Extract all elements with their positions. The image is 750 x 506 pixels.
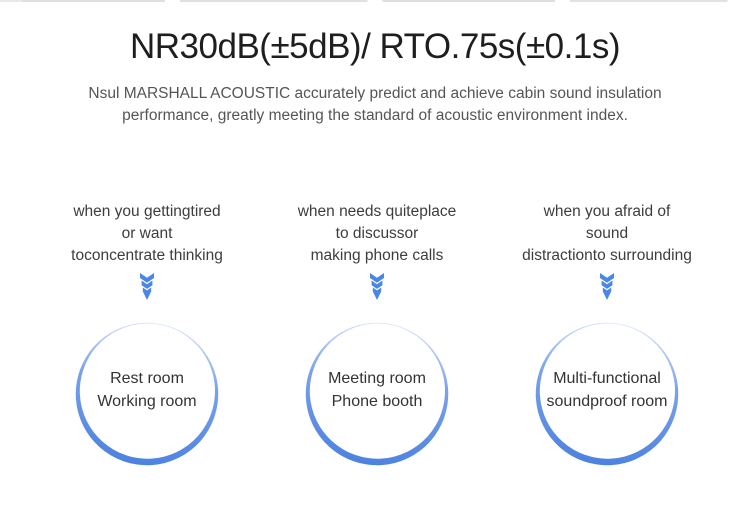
result-line: soundproof room — [546, 393, 668, 410]
condition-line: distractionto surrounding — [522, 247, 692, 264]
subtitle-line-1: Nsul MARSHALL ACOUSTIC accurately predic… — [88, 85, 662, 102]
page-title: NR30dB(±5dB)/ RTO.75s(±0.1s) — [130, 27, 620, 66]
condition-text: when needs quiteplace to discussor makin… — [298, 201, 457, 267]
scenario-column-rest-working: when you gettingtired or want toconcentr… — [32, 201, 262, 469]
crescent-ring-icon — [535, 322, 679, 466]
cropped-top-edge — [0, 0, 750, 2]
scenario-columns: when you gettingtired or want toconcentr… — [0, 201, 750, 469]
result-line: Meeting room — [328, 370, 426, 387]
condition-line: sound — [585, 225, 629, 242]
condition-line: making phone calls — [310, 247, 444, 264]
condition-line: toconcentrate thinking — [71, 247, 223, 264]
condition-line: when you afraid of — [543, 203, 671, 220]
result-label: Rest room Working room — [72, 315, 222, 465]
condition-line: when you gettingtired — [73, 203, 221, 220]
condition-line: or want — [121, 225, 173, 242]
condition-text: when you gettingtired or want toconcentr… — [71, 201, 223, 267]
condition-line: to discussor — [335, 225, 419, 242]
subtitle-line-2: performance, greatly meeting the standar… — [122, 107, 628, 124]
result-line: Phone booth — [331, 393, 423, 410]
scenario-column-meeting-phone: when needs quiteplace to discussor makin… — [262, 201, 492, 469]
result-circle: Rest room Working room — [72, 319, 222, 469]
double-down-arrow-icon — [140, 273, 154, 300]
result-line: Working room — [97, 393, 197, 410]
result-circle: Meeting room Phone booth — [302, 319, 452, 469]
result-label: Meeting room Phone booth — [302, 315, 452, 465]
scenario-column-soundproof: when you afraid of sound distractionto s… — [492, 201, 722, 469]
result-label: Multi-functional soundproof room — [532, 315, 682, 465]
condition-text: when you afraid of sound distractionto s… — [522, 201, 692, 267]
double-down-arrow-icon — [370, 273, 384, 300]
page-subtitle: Nsul MARSHALL ACOUSTIC accurately predic… — [0, 83, 750, 127]
condition-line: when needs quiteplace — [297, 203, 457, 220]
crescent-ring-icon — [75, 322, 219, 466]
double-down-arrow-icon — [600, 273, 614, 300]
result-line: Rest room — [110, 370, 184, 387]
result-circle: Multi-functional soundproof room — [532, 319, 682, 469]
crescent-ring-icon — [305, 322, 449, 466]
result-line: Multi-functional — [553, 370, 661, 387]
